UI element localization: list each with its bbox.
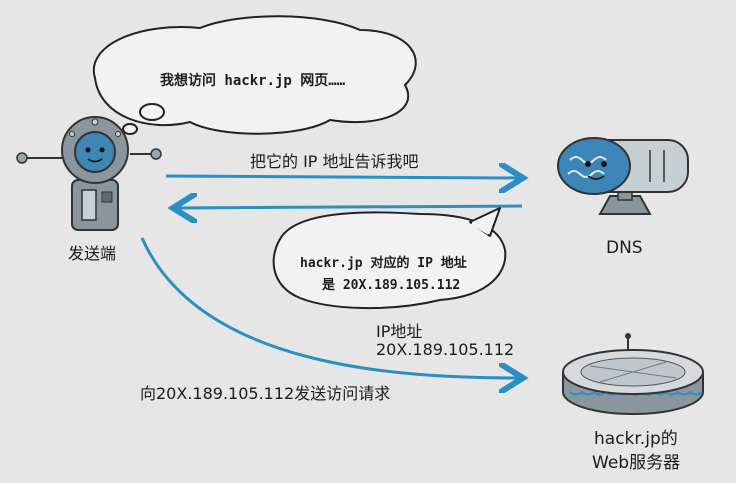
- web-server-icon: [562, 333, 704, 415]
- request-arrow: [165, 176, 520, 178]
- thought-bubble: [92, 15, 417, 135]
- web-server-label-line1: hackr.jp的: [594, 429, 678, 449]
- sender-label: 发送端: [68, 244, 117, 263]
- dns-label: DNS: [606, 238, 643, 258]
- sender-robot-icon: [16, 116, 162, 231]
- dns-reply-line2: 是 20X.189.105.112: [322, 278, 461, 293]
- dns-server-icon: [557, 137, 689, 215]
- dns-reply-line1: hackr.jp 对应的 IP 地址: [300, 256, 467, 271]
- access-arrow: [140, 237, 520, 378]
- request-arrow-label: 把它的 IP 地址告诉我吧: [250, 152, 419, 171]
- thought-bubble-text: 我想访问 hackr.jp 网页……: [160, 73, 346, 89]
- ip-note-line1: IP地址: [376, 322, 423, 341]
- dns-reply-bubble: [272, 207, 507, 309]
- access-arrow-label: 向20X.189.105.112发送访问请求: [140, 384, 391, 403]
- web-server-label-line2: Web服务器: [592, 453, 681, 473]
- ip-note-line2: 20X.189.105.112: [376, 340, 515, 359]
- response-arrow: [176, 206, 523, 208]
